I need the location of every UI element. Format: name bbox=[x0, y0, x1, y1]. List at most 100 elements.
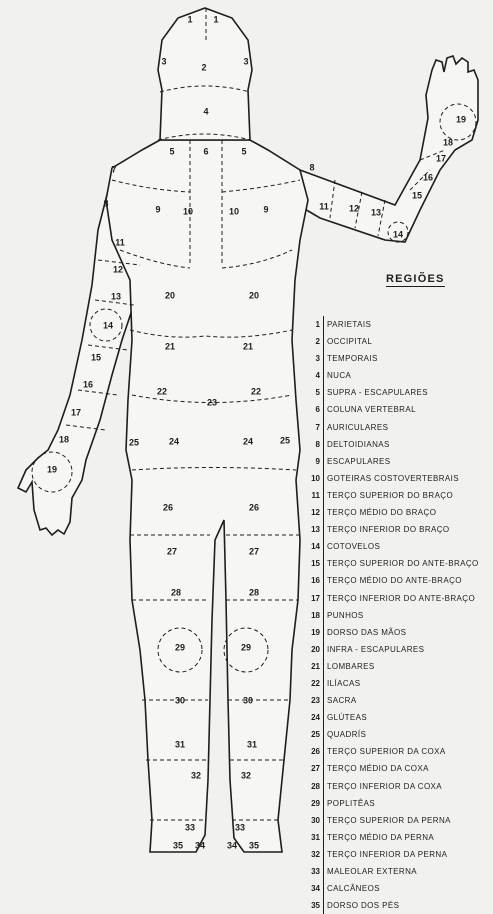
legend-divider bbox=[323, 316, 324, 333]
legend-item-number: 12 bbox=[300, 504, 320, 521]
legend-item-label: GOTEIRAS COSTOVERTEBRAIS bbox=[327, 470, 459, 487]
legend-item: 27 TERÇO MÉDIO DA COXA bbox=[300, 760, 493, 777]
legend-item-label: TEMPORAIS bbox=[327, 350, 378, 367]
legend-item-number: 14 bbox=[300, 538, 320, 555]
region-number: 22 bbox=[251, 386, 261, 396]
legend-item-label: PARIETAIS bbox=[327, 316, 371, 333]
region-number: 18 bbox=[59, 434, 69, 444]
legend-divider bbox=[323, 709, 324, 726]
legend-divider bbox=[323, 572, 324, 589]
legend-item-number: 5 bbox=[300, 384, 320, 401]
region-number: 34 bbox=[195, 840, 205, 850]
region-number: 28 bbox=[249, 587, 259, 597]
legend-divider bbox=[323, 880, 324, 897]
legend-item-number: 24 bbox=[300, 709, 320, 726]
legend-item-label: TERÇO INFERIOR DA COXA bbox=[327, 778, 442, 795]
region-number: 4 bbox=[203, 106, 208, 116]
region-number: 20 bbox=[249, 290, 259, 300]
legend-item-number: 20 bbox=[300, 641, 320, 658]
region-number: 25 bbox=[280, 435, 290, 445]
legend-divider bbox=[323, 436, 324, 453]
legend-divider bbox=[323, 726, 324, 743]
legend-item-number: 11 bbox=[300, 487, 320, 504]
region-number: 15 bbox=[412, 190, 422, 200]
legend-item: 22ILÍACAS bbox=[300, 675, 493, 692]
legend-divider bbox=[323, 624, 324, 641]
region-number: 33 bbox=[235, 822, 245, 832]
legend-divider bbox=[323, 778, 324, 795]
legend-item-label: COLUNA VERTEBRAL bbox=[327, 401, 416, 418]
legend-divider bbox=[323, 743, 324, 760]
region-number: 33 bbox=[185, 822, 195, 832]
legend-item: 14COTOVELOS bbox=[300, 538, 493, 555]
legend-item: 6 COLUNA VERTEBRAL bbox=[300, 401, 493, 418]
legend-divider bbox=[323, 897, 324, 914]
legend-divider bbox=[323, 607, 324, 624]
legend-divider bbox=[323, 590, 324, 607]
legend-item-number: 6 bbox=[300, 401, 320, 418]
legend-item-number: 21 bbox=[300, 658, 320, 675]
legend-item-number: 31 bbox=[300, 829, 320, 846]
legend-item-label: TERÇO SUPERIOR DO BRAÇO bbox=[327, 487, 453, 504]
legend-item-label: AURICULARES bbox=[327, 419, 388, 436]
legend-item: 23SACRA bbox=[300, 692, 493, 709]
legend-item: 5 SUPRA - ESCAPULARES bbox=[300, 384, 493, 401]
region-number: 21 bbox=[243, 341, 253, 351]
region-number: 30 bbox=[243, 695, 253, 705]
legend-divider bbox=[323, 453, 324, 470]
legend-divider bbox=[323, 846, 324, 863]
region-number: 16 bbox=[423, 172, 433, 182]
legend-item-label: TERÇO SUPERIOR DA PERNA bbox=[327, 812, 451, 829]
region-number: 35 bbox=[249, 840, 259, 850]
legend-item-label: DORSO DAS MÃOS bbox=[327, 624, 406, 641]
region-number: 14 bbox=[103, 320, 113, 330]
legend-divider bbox=[323, 504, 324, 521]
legend-item: 1PARIETAIS bbox=[300, 316, 493, 333]
region-number: 23 bbox=[207, 397, 217, 407]
region-number: 18 bbox=[443, 137, 453, 147]
legend-item-number: 25 bbox=[300, 726, 320, 743]
legend-item-label: DORSO DOS PÉS bbox=[327, 897, 399, 914]
legend-item: 34CALCÂNEOS bbox=[300, 880, 493, 897]
legend-divider bbox=[323, 401, 324, 418]
region-number: 24 bbox=[243, 436, 253, 446]
region-number: 31 bbox=[175, 739, 185, 749]
legend-item-label: MALEOLAR EXTERNA bbox=[327, 863, 417, 880]
legend-item-number: 22 bbox=[300, 675, 320, 692]
legend-item-number: 17 bbox=[300, 590, 320, 607]
legend-item-label: SUPRA - ESCAPULARES bbox=[327, 384, 428, 401]
legend-item-label: CALCÂNEOS bbox=[327, 880, 380, 897]
legend-item-label: LOMBARES bbox=[327, 658, 375, 675]
legend-item-label: NUCA bbox=[327, 367, 351, 384]
legend-item-label: POPLITÊAS bbox=[327, 795, 375, 812]
legend-item-number: 7 bbox=[300, 419, 320, 436]
legend-item-label: TERÇO MÉDIO DA PERNA bbox=[327, 829, 434, 846]
legend-item-label: TERÇO INFERIOR DO ANTE-BRAÇO bbox=[327, 590, 475, 607]
legend-divider bbox=[323, 367, 324, 384]
region-number: 7 bbox=[111, 164, 116, 174]
legend-item: 8DELTOIDIANAS bbox=[300, 436, 493, 453]
legend-title: REGIÕES bbox=[386, 273, 445, 287]
legend-item-number: 9 bbox=[300, 453, 320, 470]
legend-item-label: QUADRÍS bbox=[327, 726, 366, 743]
region-number: 20 bbox=[165, 290, 175, 300]
legend-item-number: 2 bbox=[300, 333, 320, 350]
region-number: 26 bbox=[163, 502, 173, 512]
legend-divider bbox=[323, 350, 324, 367]
legend-item: 31 TERÇO MÉDIO DA PERNA bbox=[300, 829, 493, 846]
region-number: 16 bbox=[83, 379, 93, 389]
region-number: 15 bbox=[91, 352, 101, 362]
legend-item-label: TERÇO MÉDIO DA COXA bbox=[327, 760, 429, 777]
legend-item-label: TERÇO MÉDIO DO ANTE-BRAÇO bbox=[327, 572, 462, 589]
legend-item: 7 AURICULARES bbox=[300, 419, 493, 436]
legend-item-number: 27 bbox=[300, 760, 320, 777]
